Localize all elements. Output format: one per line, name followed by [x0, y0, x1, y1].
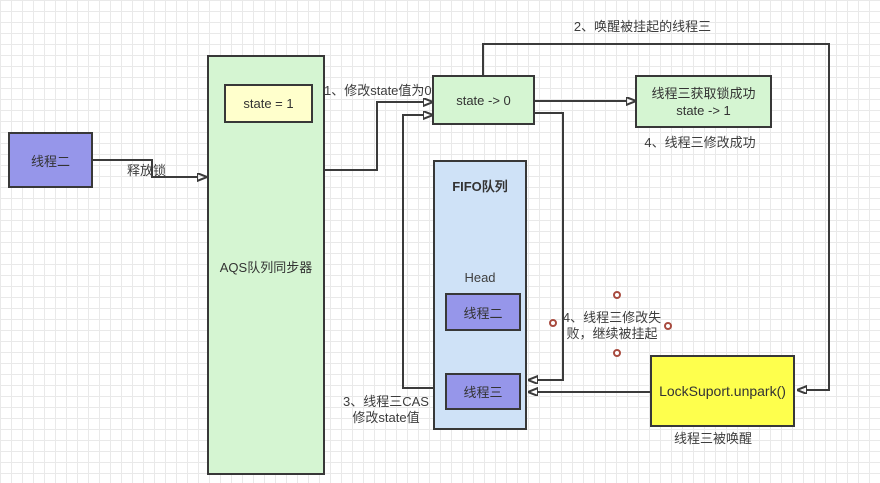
step2-label[interactable]: 2、唤醒被挂起的线程三 — [573, 19, 712, 34]
thread3-acquire-success-node[interactable]: 线程三获取锁成功 state -> 1 — [635, 75, 772, 128]
fifo-item-thread2[interactable]: 线程二 — [445, 293, 521, 331]
step1-label[interactable]: 1、修改state值为0 — [324, 83, 432, 98]
locksupport-unpark-label: LockSuport.unpark() — [659, 383, 786, 399]
step3-label[interactable]: 3、线程三CAS 修改state值 — [336, 394, 436, 426]
edge-step3-cas[interactable] — [402, 115, 433, 389]
step4-fail-line2: 败，继续被挂起 — [566, 326, 658, 341]
state-to-0-node[interactable]: state -> 0 — [432, 75, 535, 125]
release-lock-label[interactable]: 释放锁 — [127, 163, 167, 178]
fifo-item-thread3-label: 线程三 — [463, 385, 503, 400]
selection-handle-bottom[interactable] — [613, 349, 621, 357]
locksupport-unpark-node[interactable]: LockSuport.unpark() — [650, 355, 795, 427]
selection-handle-right[interactable] — [664, 322, 672, 330]
step4-fail-line1: 4、线程三修改失 — [562, 310, 662, 325]
fifo-queue-title: FIFO队列 — [452, 179, 508, 194]
fifo-head-label: Head — [464, 270, 496, 285]
selection-handle-top[interactable] — [613, 291, 621, 299]
thread2-label: 线程二 — [30, 153, 70, 169]
step4-success-label[interactable]: 4、线程三修改成功 — [644, 135, 756, 150]
thread3-wake-label[interactable]: 线程三被唤醒 — [673, 431, 752, 446]
state-to-0-label: state -> 0 — [456, 92, 511, 108]
step3-line1: 3、线程三CAS — [343, 394, 429, 409]
step3-line2: 修改state值 — [352, 410, 420, 425]
state-equals-1-label: state = 1 — [243, 96, 294, 111]
aqs-synchronizer-node[interactable]: state = 1 AQS队列同步器 — [207, 55, 325, 475]
aqs-label: AQS队列同步器 — [219, 260, 313, 275]
acquire-line1: 线程三获取锁成功 — [651, 85, 756, 101]
fifo-item-thread3[interactable]: 线程三 — [445, 373, 521, 410]
edge-step1-modify-state[interactable] — [325, 102, 424, 171]
thread2-node[interactable]: 线程二 — [8, 132, 93, 188]
fifo-item-thread2-label: 线程二 — [463, 305, 503, 321]
fifo-queue-node[interactable]: FIFO队列 Head 线程二 线程三 — [433, 160, 527, 430]
step4-fail-label[interactable]: 4、线程三修改失 败，继续被挂起 — [551, 310, 673, 342]
acquire-line2: state -> 1 — [676, 102, 731, 118]
state-equals-1-node[interactable]: state = 1 — [224, 84, 313, 123]
selection-handle-left[interactable] — [549, 319, 557, 327]
